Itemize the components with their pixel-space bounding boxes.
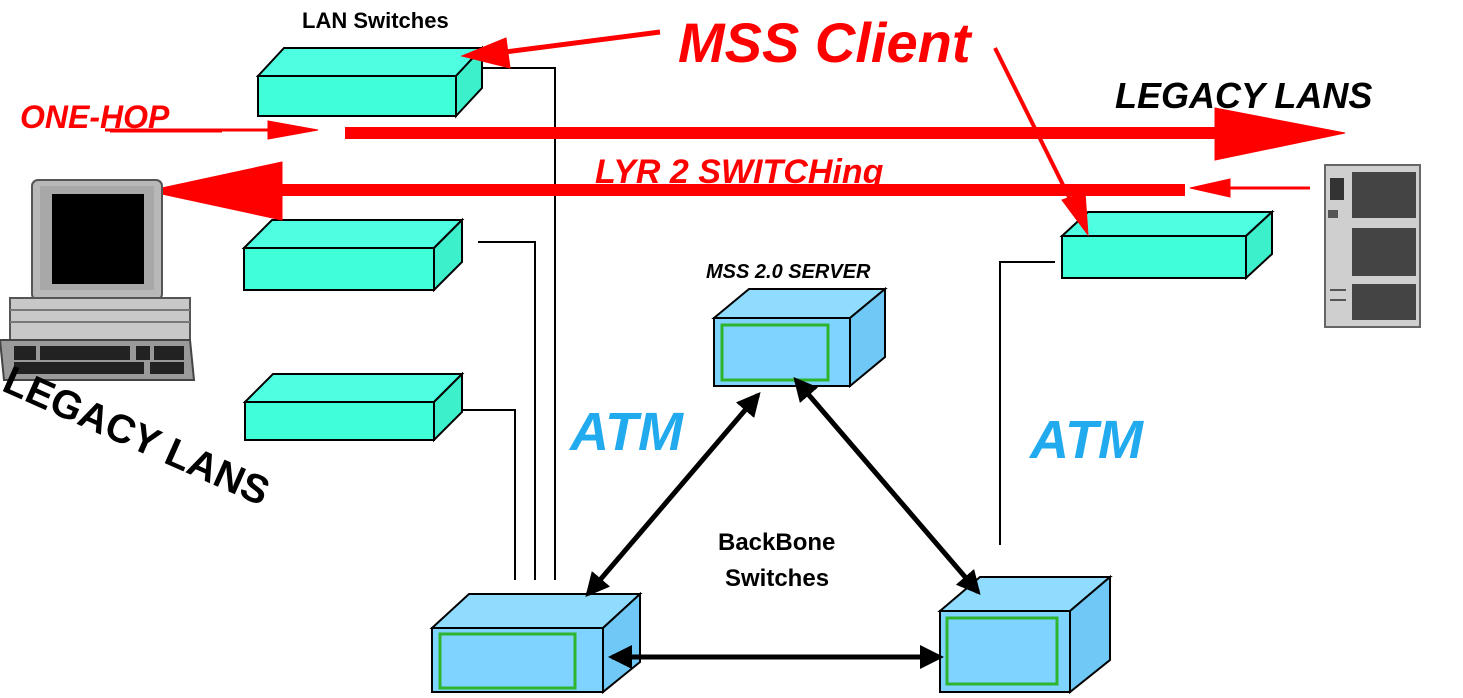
- lan-switch-2: [241, 217, 465, 293]
- lan-switches-label: LAN Switches: [302, 8, 449, 33]
- lan-switch-1: [255, 45, 485, 119]
- backbone-switch-right: [937, 574, 1113, 695]
- atm-links: [585, 376, 981, 669]
- desktop-computer-icon: [0, 179, 196, 381]
- connection-lines: [462, 67, 1055, 580]
- backbone-switch-left: [429, 591, 643, 695]
- lan-switch-4: [1059, 209, 1275, 281]
- big-left-arrowhead: [147, 161, 283, 221]
- server-tower-icon: [1324, 164, 1421, 328]
- one-hop-label: ONE-HOP: [20, 99, 170, 135]
- mss-server-label: MSS 2.0 SERVER: [706, 261, 871, 283]
- mss-client-label: MSS Client: [678, 11, 973, 74]
- red-arrows: [105, 29, 1346, 237]
- backbone-label-line1: BackBone: [718, 529, 835, 556]
- atm-left-label: ATM: [568, 402, 684, 462]
- backbone-label-line2: Switches: [725, 565, 829, 592]
- atm-right-label: ATM: [1028, 410, 1144, 470]
- legacy-lans-left-label: LEGACY LANS: [0, 358, 276, 515]
- mss-server: [711, 286, 888, 389]
- lyr2-switching-label: LYR 2 SWITCHing: [595, 153, 884, 191]
- lan-switch-3: [242, 371, 465, 443]
- legacy-lans-right-label: LEGACY LANS: [1115, 75, 1372, 116]
- big-right-arrowhead: [1214, 107, 1346, 161]
